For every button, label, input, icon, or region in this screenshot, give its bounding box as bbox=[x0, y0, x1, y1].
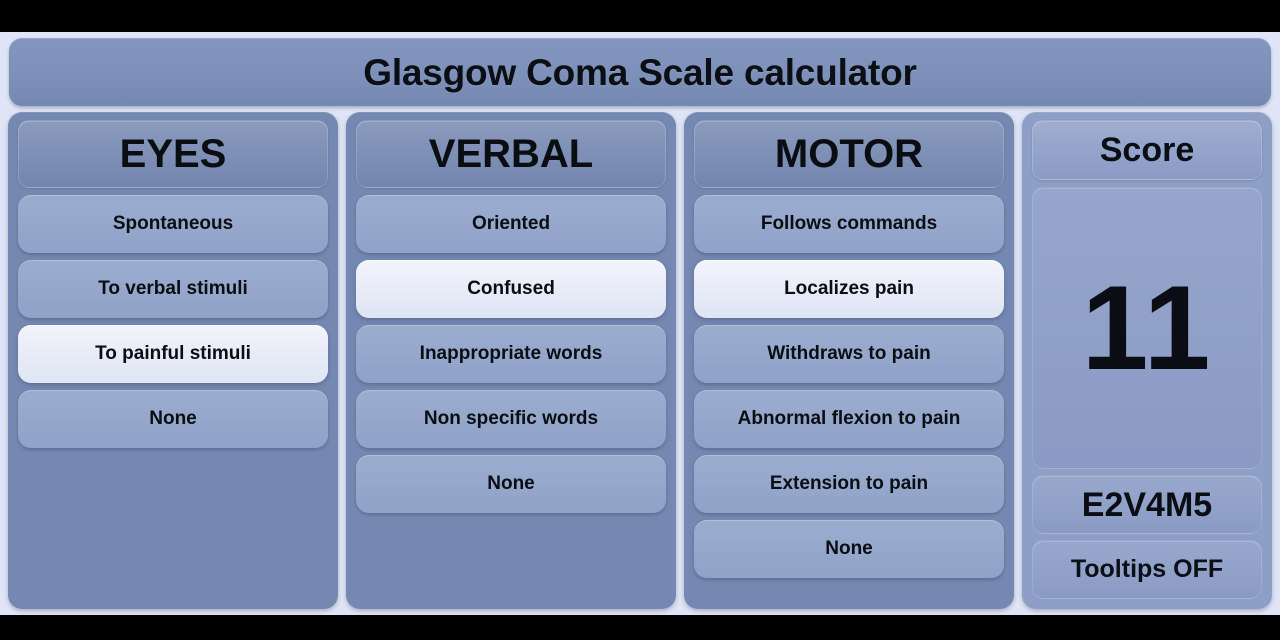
option-motor-extension-to-pain[interactable]: Extension to pain bbox=[694, 455, 1004, 513]
option-verbal-confused[interactable]: Confused bbox=[356, 260, 666, 318]
option-motor-none[interactable]: None bbox=[694, 520, 1004, 578]
panel-header-label-verbal: VERBAL bbox=[428, 132, 594, 176]
option-eyes-to-painful-stimuli[interactable]: To painful stimuli bbox=[18, 325, 328, 383]
score-breakdown-value: E2V4M5 bbox=[1081, 485, 1213, 524]
option-label: Withdraws to pain bbox=[767, 343, 931, 364]
panel-motor: MOTOR Follows commands Localizes pain Wi… bbox=[684, 112, 1014, 609]
page-title: Glasgow Coma Scale calculator bbox=[363, 51, 917, 93]
option-eyes-none[interactable]: None bbox=[18, 390, 328, 448]
options-eyes: Spontaneous To verbal stimuli To painful… bbox=[18, 195, 328, 448]
app-title-bar: Glasgow Coma Scale calculator bbox=[9, 38, 1271, 106]
score-breakdown-box: E2V4M5 bbox=[1032, 475, 1262, 534]
option-label: Confused bbox=[467, 278, 555, 299]
option-eyes-spontaneous[interactable]: Spontaneous bbox=[18, 195, 328, 253]
option-verbal-oriented[interactable]: Oriented bbox=[356, 195, 666, 253]
gcs-calculator-app: Glasgow Coma Scale calculator EYES Spont… bbox=[0, 32, 1280, 615]
panel-header-score: Score bbox=[1032, 120, 1262, 180]
panel-header-label-motor: MOTOR bbox=[774, 132, 924, 176]
panel-header-label-eyes: EYES bbox=[119, 132, 227, 176]
score-total-box: 11 bbox=[1032, 187, 1262, 469]
option-motor-abnormal-flexion-to-pain[interactable]: Abnormal flexion to pain bbox=[694, 390, 1004, 448]
option-verbal-none[interactable]: None bbox=[356, 455, 666, 513]
option-verbal-inappropriate-words[interactable]: Inappropriate words bbox=[356, 325, 666, 383]
panel-header-label-score: Score bbox=[1099, 131, 1195, 169]
option-label: Non specific words bbox=[423, 408, 599, 429]
option-eyes-to-verbal-stimuli[interactable]: To verbal stimuli bbox=[18, 260, 328, 318]
option-label: To verbal stimuli bbox=[98, 278, 248, 299]
panel-header-verbal: VERBAL bbox=[356, 120, 666, 188]
options-motor: Follows commands Localizes pain Withdraw… bbox=[694, 195, 1004, 578]
letterbox-top bbox=[0, 0, 1280, 32]
panel-header-eyes: EYES bbox=[18, 120, 328, 188]
score-body: 11 E2V4M5 Tooltips OFF bbox=[1032, 187, 1262, 599]
letterbox-bottom bbox=[0, 615, 1280, 640]
option-motor-follows-commands[interactable]: Follows commands bbox=[694, 195, 1004, 253]
option-label: Inappropriate words bbox=[419, 343, 603, 364]
panel-header-motor: MOTOR bbox=[694, 120, 1004, 188]
score-total-value: 11 bbox=[1081, 261, 1213, 395]
option-label: Follows commands bbox=[760, 213, 938, 234]
categories-row: EYES Spontaneous To verbal stimuli To pa… bbox=[8, 112, 1272, 609]
panel-verbal: VERBAL Oriented Confused Inappropriate w… bbox=[346, 112, 676, 609]
option-label: Abnormal flexion to pain bbox=[737, 408, 961, 429]
option-label: Extension to pain bbox=[769, 473, 929, 494]
option-label: None bbox=[487, 473, 535, 494]
option-label: None bbox=[825, 538, 873, 559]
tooltips-toggle-label: Tooltips OFF bbox=[1070, 555, 1224, 583]
option-label: None bbox=[149, 408, 197, 429]
option-motor-withdraws-to-pain[interactable]: Withdraws to pain bbox=[694, 325, 1004, 383]
panel-score: Score 11 E2V4M5 Tooltips OFF bbox=[1022, 112, 1272, 609]
option-label: Localizes pain bbox=[784, 278, 914, 299]
option-verbal-non-specific-words[interactable]: Non specific words bbox=[356, 390, 666, 448]
panel-eyes: EYES Spontaneous To verbal stimuli To pa… bbox=[8, 112, 338, 609]
tooltips-toggle-button[interactable]: Tooltips OFF bbox=[1032, 540, 1262, 599]
option-label: Spontaneous bbox=[112, 213, 234, 234]
options-verbal: Oriented Confused Inappropriate words No… bbox=[356, 195, 666, 513]
option-label: Oriented bbox=[471, 213, 551, 234]
option-motor-localizes-pain[interactable]: Localizes pain bbox=[694, 260, 1004, 318]
option-label: To painful stimuli bbox=[95, 343, 251, 364]
